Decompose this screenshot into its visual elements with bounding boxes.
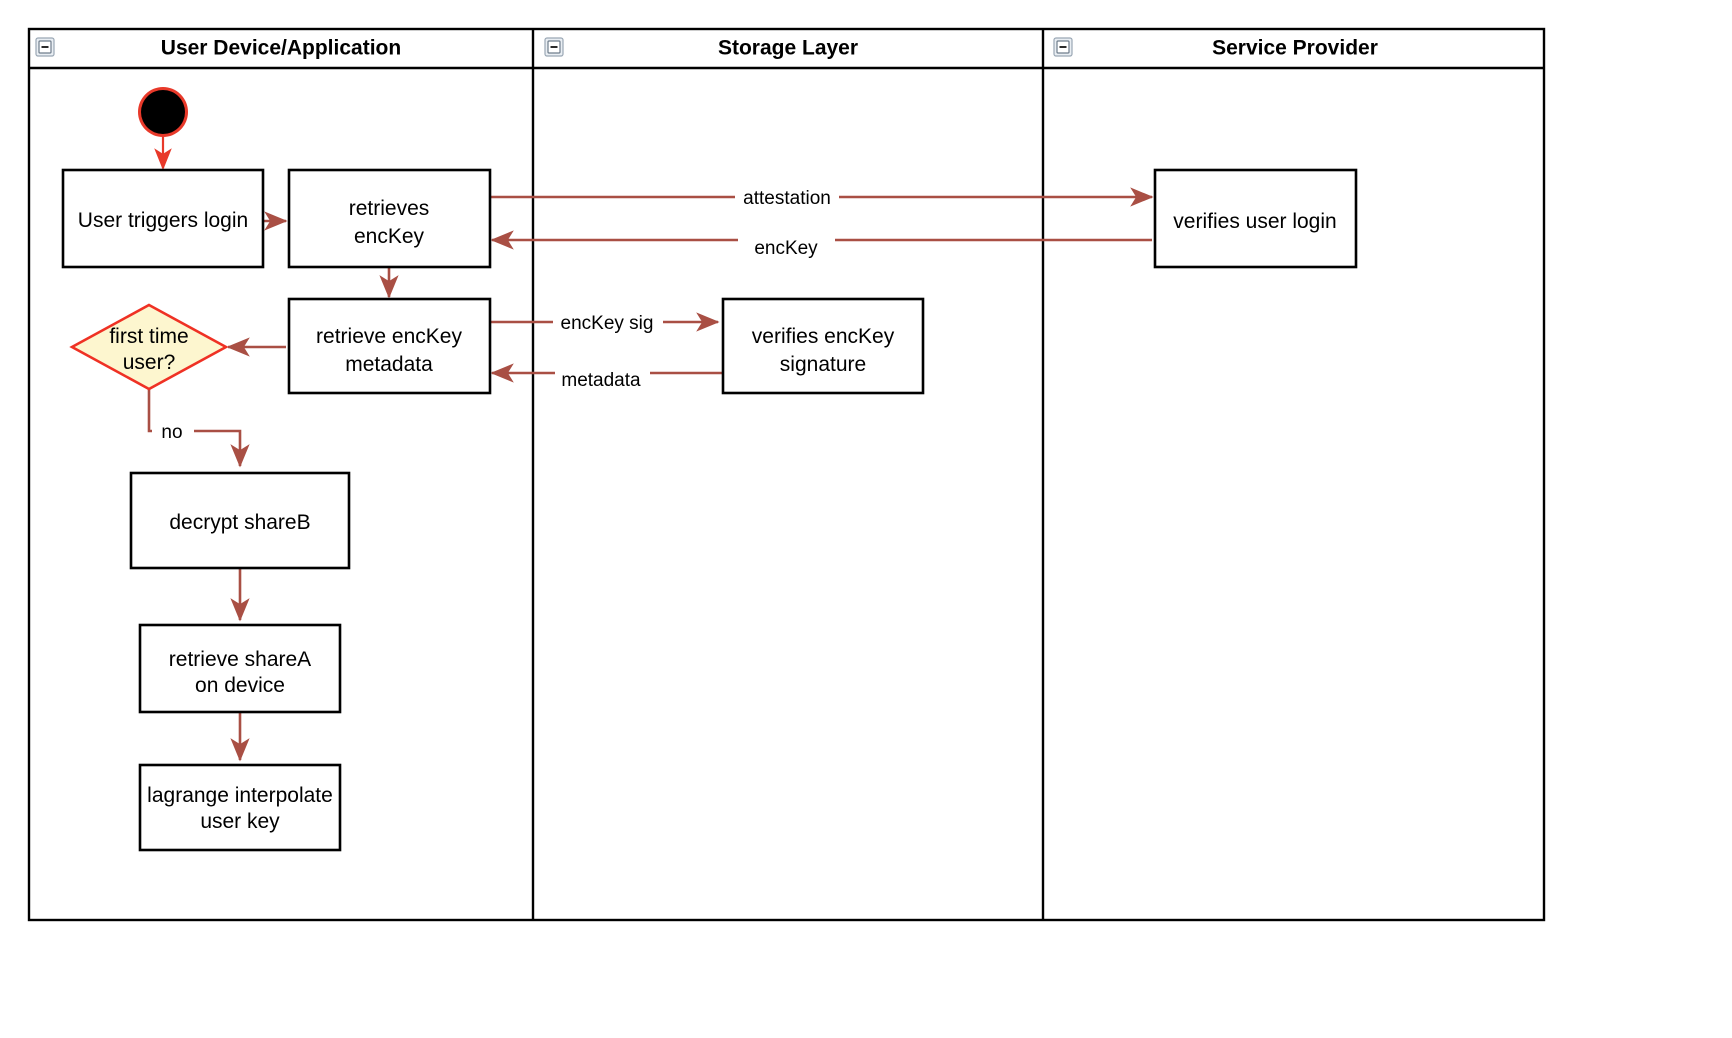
lane-title-service-provider: Service Provider: [1212, 37, 1378, 60]
lane-title-storage-layer: Storage Layer: [718, 37, 858, 60]
lane-header-storage-layer[interactable]: Storage Layer: [544, 37, 858, 60]
edge-metadata-return: metadata: [490, 363, 723, 391]
node-label-lagrange-line2: user key: [200, 810, 280, 833]
node-retrieves-enckey[interactable]: retrieves encKey: [287, 168, 492, 269]
edge-label-attestation: attestation: [743, 188, 831, 209]
node-label-lagrange-line1: lagrange interpolate: [147, 784, 333, 807]
node-first-time-user[interactable]: first time user?: [69, 303, 229, 391]
node-lagrange-interpolate-user-key[interactable]: lagrange interpolate user key: [138, 763, 342, 852]
node-label-verifies-enckey-sig-line2: signature: [780, 353, 866, 376]
node-verifies-user-login[interactable]: verifies user login: [1153, 168, 1358, 269]
lane-header-service-provider[interactable]: Service Provider: [1053, 37, 1378, 60]
collapse-minus-icon[interactable]: [1053, 37, 1073, 57]
node-label-retrieve-enckey-metadata-line1: retrieve encKey: [316, 325, 462, 348]
collapse-minus-icon[interactable]: [544, 37, 564, 57]
collapse-minus-icon[interactable]: [35, 37, 55, 57]
node-start[interactable]: [138, 87, 188, 137]
edge-attestation: attestation: [490, 186, 1154, 209]
node-label-decrypt-shareb: decrypt shareB: [169, 511, 310, 534]
node-label-first-time-user-line2: user?: [123, 351, 176, 374]
lane-header-user-device[interactable]: User Device/Application: [35, 37, 401, 60]
edge-label-enckey-sig: encKey sig: [561, 313, 654, 334]
node-label-retrieves-enckey-line2: encKey: [354, 225, 425, 248]
edge-label-metadata: metadata: [561, 370, 641, 391]
edge-enckey-sig: encKey sig: [490, 311, 720, 334]
edge-decision-no: no: [147, 388, 250, 468]
edge-label-enckey: encKey: [754, 238, 818, 259]
node-label-verifies-enckey-sig-line1: verifies encKey: [752, 325, 895, 348]
node-label-first-time-user-line1: first time: [109, 325, 188, 348]
node-label-verifies-user-login: verifies user login: [1173, 210, 1336, 233]
node-label-retrieve-sharea-line2: on device: [195, 674, 285, 697]
node-label-retrieve-enckey-metadata-line2: metadata: [345, 353, 433, 376]
node-retrieve-enckey-metadata[interactable]: retrieve encKey metadata: [287, 297, 492, 395]
node-label-retrieve-sharea-line1: retrieve shareA: [169, 648, 311, 671]
lane-title-user-device: User Device/Application: [161, 37, 401, 60]
node-verifies-enckey-signature[interactable]: verifies encKey signature: [721, 297, 925, 395]
node-user-triggers-login[interactable]: User triggers login: [61, 168, 265, 269]
node-label-user-triggers-login: User triggers login: [78, 209, 248, 232]
swimlane-frame: [27, 27, 1546, 922]
node-decrypt-shareb[interactable]: decrypt shareB: [129, 471, 351, 570]
node-label-retrieves-enckey-line1: retrieves: [349, 197, 430, 220]
node-retrieve-sharea-on-device[interactable]: retrieve shareA on device: [138, 623, 342, 714]
edge-label-no: no: [161, 422, 182, 443]
edge-enckey-return: encKey: [490, 230, 1152, 259]
